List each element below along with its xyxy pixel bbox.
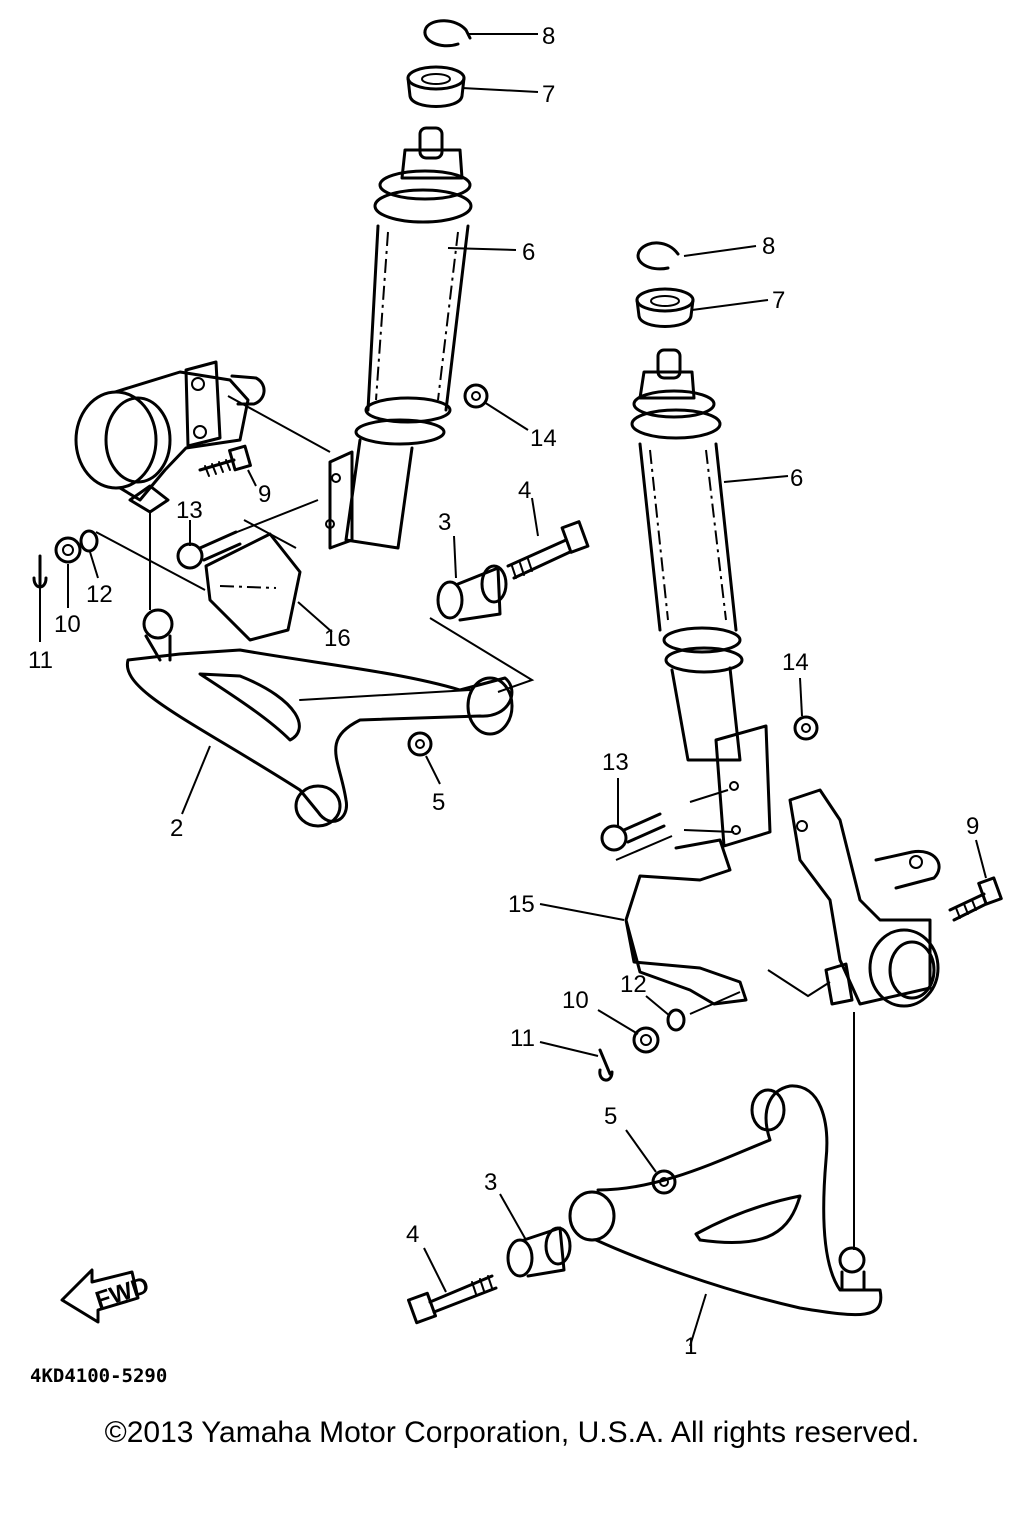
left-assembly	[32, 19, 590, 828]
drawing-code: 4KD4100-5290	[30, 1365, 167, 1387]
left-nut-5	[407, 731, 433, 757]
right-lower-arm-1	[568, 1084, 883, 1317]
callout-left-14: 14	[530, 425, 557, 452]
callout-right-15: 15	[508, 891, 535, 918]
right-shock-absorber-6	[630, 348, 772, 848]
right-collar-7	[635, 287, 695, 328]
left-bolt-13	[176, 530, 242, 570]
right-nut-14	[793, 715, 819, 741]
fwd-arrow-icon: FWD	[60, 1268, 152, 1324]
left-collar-7	[406, 65, 466, 108]
left-steering-knuckle	[74, 360, 266, 514]
callout-left-12: 12	[86, 581, 113, 608]
left-cotter-pin-11	[32, 554, 48, 589]
left-circlip-8	[423, 19, 472, 48]
callout-right-4: 4	[406, 1221, 419, 1248]
callout-right-12: 12	[620, 971, 647, 998]
callout-left-11: 11	[28, 647, 53, 674]
callout-right-6: 6	[790, 465, 803, 492]
callout-right-10: 10	[562, 987, 589, 1014]
callout-right-5: 5	[604, 1103, 617, 1130]
right-bolt-4	[406, 1274, 498, 1325]
callout-right-9: 9	[966, 813, 979, 840]
right-bolt-13	[600, 812, 666, 852]
copyright-notice: ©2013 Yamaha Motor Corporation, U.S.A. A…	[104, 1416, 920, 1449]
callout-leaders	[39, 33, 987, 1347]
right-steering-knuckle	[788, 788, 941, 1008]
right-bushing-3	[506, 1226, 572, 1278]
right-nut-10	[632, 1026, 660, 1054]
callout-left-13: 13	[176, 497, 203, 524]
callout-right-7: 7	[772, 287, 785, 314]
callout-left-9: 9	[258, 481, 271, 508]
callout-right-14: 14	[782, 649, 809, 676]
left-lower-arm-2	[125, 608, 514, 828]
callout-right-3: 3	[484, 1169, 497, 1196]
right-bolt-9	[948, 876, 1003, 922]
callout-left-16: 16	[324, 625, 351, 652]
right-guard-15	[624, 838, 748, 1006]
right-callouts: 8 7 6 14 13 9 15 12 10 11 5 3 4 1	[406, 233, 979, 1360]
left-guard-16	[204, 532, 302, 642]
callout-right-1: 1	[684, 1333, 697, 1360]
callout-left-2: 2	[170, 815, 183, 842]
callout-left-3: 3	[438, 509, 451, 536]
callout-right-11: 11	[510, 1025, 535, 1052]
callout-left-10: 10	[54, 611, 81, 638]
callout-right-13: 13	[602, 749, 629, 776]
left-callouts: 8 7 6 14 4 3 9 13 12 10 11 16 2 5	[28, 23, 557, 842]
right-cotter-pin-11	[598, 1048, 614, 1082]
right-washer-12	[666, 1008, 686, 1032]
right-assembly	[406, 241, 1003, 1325]
callout-left-5: 5	[432, 789, 445, 816]
left-shock-absorber-6	[325, 126, 473, 550]
left-nut-14	[463, 383, 489, 409]
left-bolt-4	[506, 520, 590, 580]
callout-left-7: 7	[542, 81, 555, 108]
left-nut-10	[54, 536, 82, 564]
callout-left-8: 8	[542, 23, 555, 50]
left-bolt-9	[198, 444, 252, 477]
left-washer-12	[79, 529, 99, 553]
callout-left-4: 4	[518, 477, 531, 504]
right-circlip-8	[636, 241, 680, 271]
callout-right-8: 8	[762, 233, 775, 260]
left-bushing-3	[436, 564, 508, 622]
callout-left-6: 6	[522, 239, 535, 266]
